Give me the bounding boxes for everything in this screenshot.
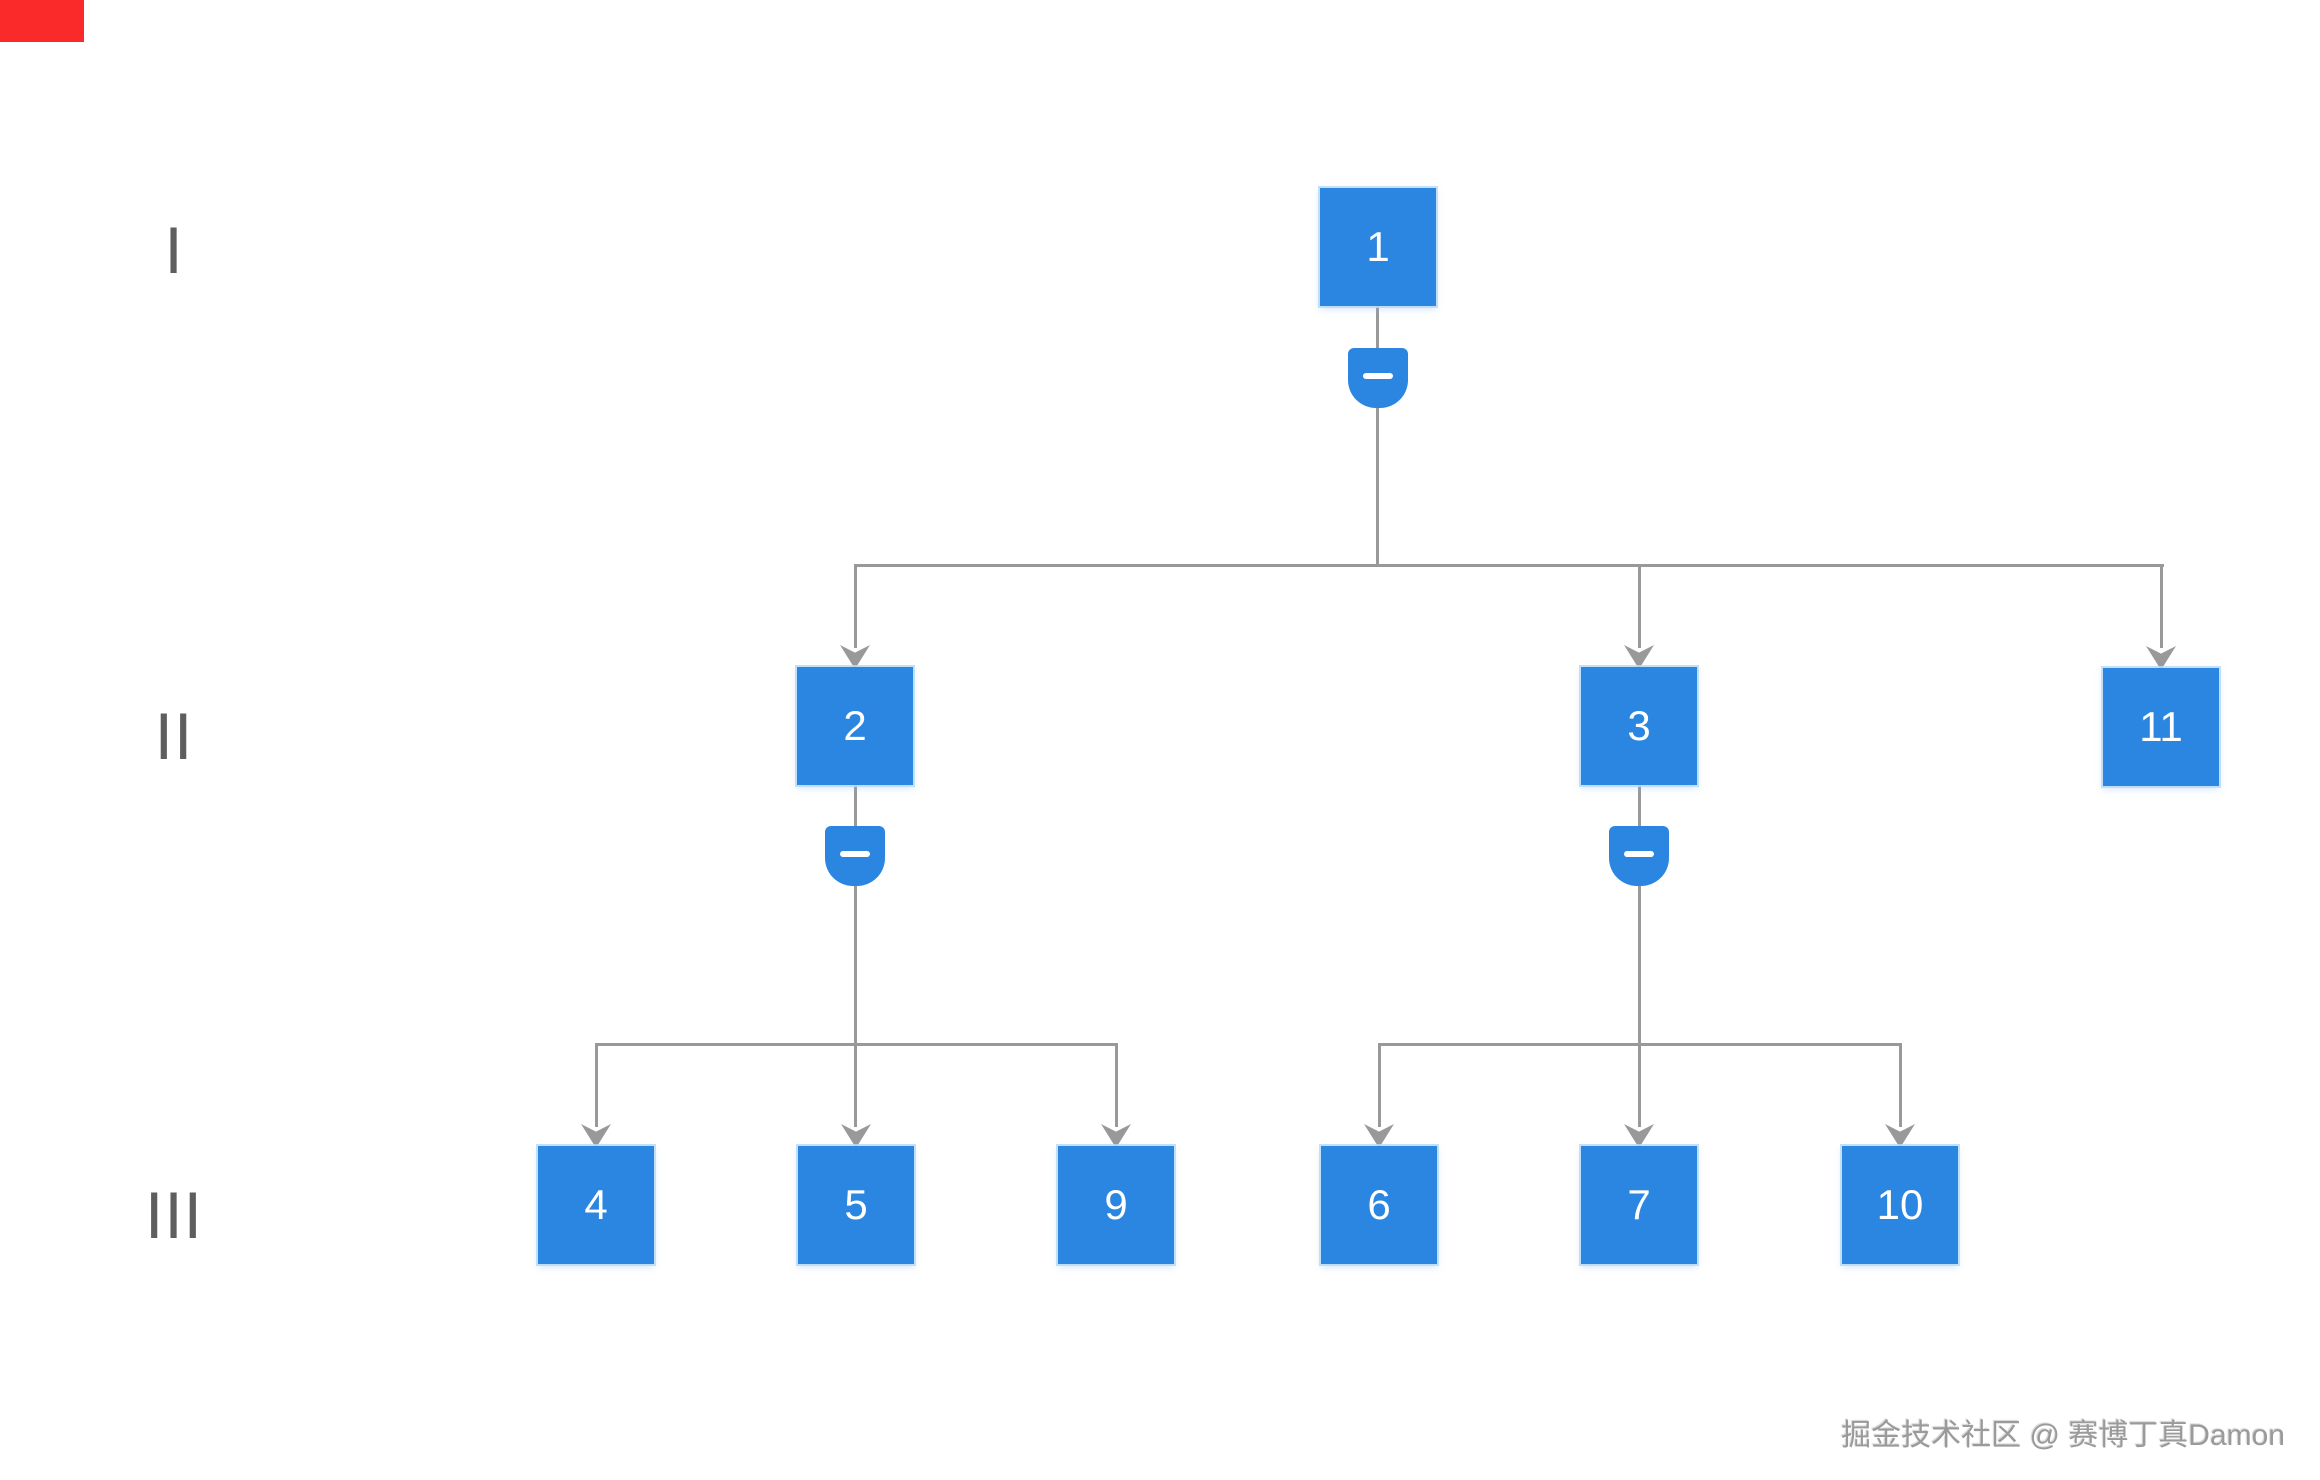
edge-arrowhead bbox=[841, 1124, 871, 1148]
collapse-button-node-1[interactable] bbox=[1348, 348, 1408, 408]
collapse-button-node-2[interactable] bbox=[825, 826, 885, 886]
watermark-text: 掘金技术社区 @ 赛博丁真Damon bbox=[1841, 1419, 2285, 1452]
edge-arrowhead bbox=[840, 645, 870, 669]
edge-arrowhead bbox=[581, 1124, 611, 1148]
tree-node-6[interactable]: 6 bbox=[1321, 1146, 1437, 1264]
edge-arrowhead bbox=[1364, 1124, 1394, 1148]
tree-node-10[interactable]: 10 bbox=[1842, 1146, 1958, 1264]
edge-segment bbox=[1377, 1043, 1381, 1127]
red-corner-marker bbox=[0, 0, 84, 42]
edge-segment bbox=[1898, 1043, 1902, 1127]
tree-node-1[interactable]: 1 bbox=[1320, 188, 1436, 306]
level-label-II: II bbox=[154, 699, 194, 773]
edge-segment bbox=[1377, 1043, 1902, 1046]
tree-node-2[interactable]: 2 bbox=[797, 667, 913, 785]
edge-segment bbox=[853, 564, 857, 648]
edge-arrowhead bbox=[1885, 1124, 1915, 1148]
level-label-III: III bbox=[144, 1178, 204, 1252]
tree-node-7[interactable]: 7 bbox=[1581, 1146, 1697, 1264]
edge-segment bbox=[594, 1043, 598, 1127]
minus-icon bbox=[1363, 373, 1393, 379]
level-label-I: I bbox=[164, 213, 184, 287]
tree-node-3[interactable]: 3 bbox=[1581, 667, 1697, 785]
edge-segment bbox=[1114, 1043, 1118, 1127]
tree-node-4[interactable]: 4 bbox=[538, 1146, 654, 1264]
edge-segment bbox=[2159, 564, 2163, 648]
edge-segment bbox=[853, 785, 857, 1127]
tree-node-9[interactable]: 9 bbox=[1058, 1146, 1174, 1264]
edge-arrowhead bbox=[1624, 1124, 1654, 1148]
edge-segment bbox=[594, 1043, 1118, 1046]
edge-arrowhead bbox=[2146, 646, 2176, 670]
edge-segment bbox=[1637, 785, 1641, 1127]
minus-icon bbox=[1624, 851, 1654, 857]
edge-arrowhead bbox=[1624, 645, 1654, 669]
edge-segment bbox=[1376, 306, 1379, 565]
edge-segment bbox=[1637, 564, 1641, 648]
tree-node-5[interactable]: 5 bbox=[798, 1146, 914, 1264]
tree-node-11[interactable]: 11 bbox=[2103, 668, 2219, 786]
minus-icon bbox=[840, 851, 870, 857]
collapse-button-node-3[interactable] bbox=[1609, 826, 1669, 886]
edge-arrowhead bbox=[1101, 1124, 1131, 1148]
edge-segment bbox=[854, 564, 2164, 567]
